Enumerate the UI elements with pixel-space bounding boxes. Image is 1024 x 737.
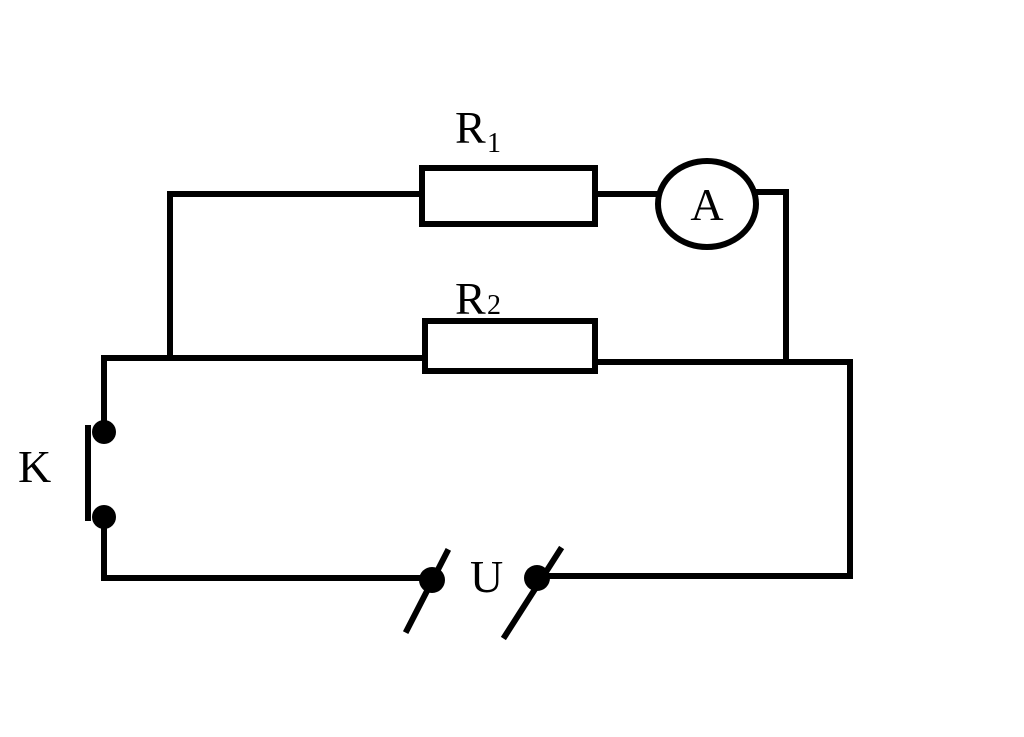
label-r1-sub: 1 bbox=[487, 128, 501, 159]
middle-branch bbox=[101, 318, 853, 374]
ammeter-circle bbox=[655, 158, 759, 250]
top-branch bbox=[167, 158, 789, 365]
outer-loop bbox=[101, 355, 853, 581]
label-ammeter: A bbox=[690, 179, 723, 230]
label-r2-sub: 2 bbox=[487, 290, 501, 321]
source-u bbox=[402, 545, 565, 641]
label-source: U bbox=[470, 551, 503, 602]
switch-contact-bottom bbox=[92, 505, 116, 529]
label-r2: R bbox=[455, 273, 486, 324]
source-slash-left bbox=[402, 547, 452, 635]
source-slash-right bbox=[500, 545, 565, 641]
resistor-r1 bbox=[419, 165, 598, 227]
switch-contact-top bbox=[92, 420, 116, 444]
resistor-r2 bbox=[422, 318, 598, 374]
switch-k bbox=[85, 420, 116, 529]
label-switch: K bbox=[18, 441, 51, 492]
label-r1: R bbox=[455, 102, 486, 153]
